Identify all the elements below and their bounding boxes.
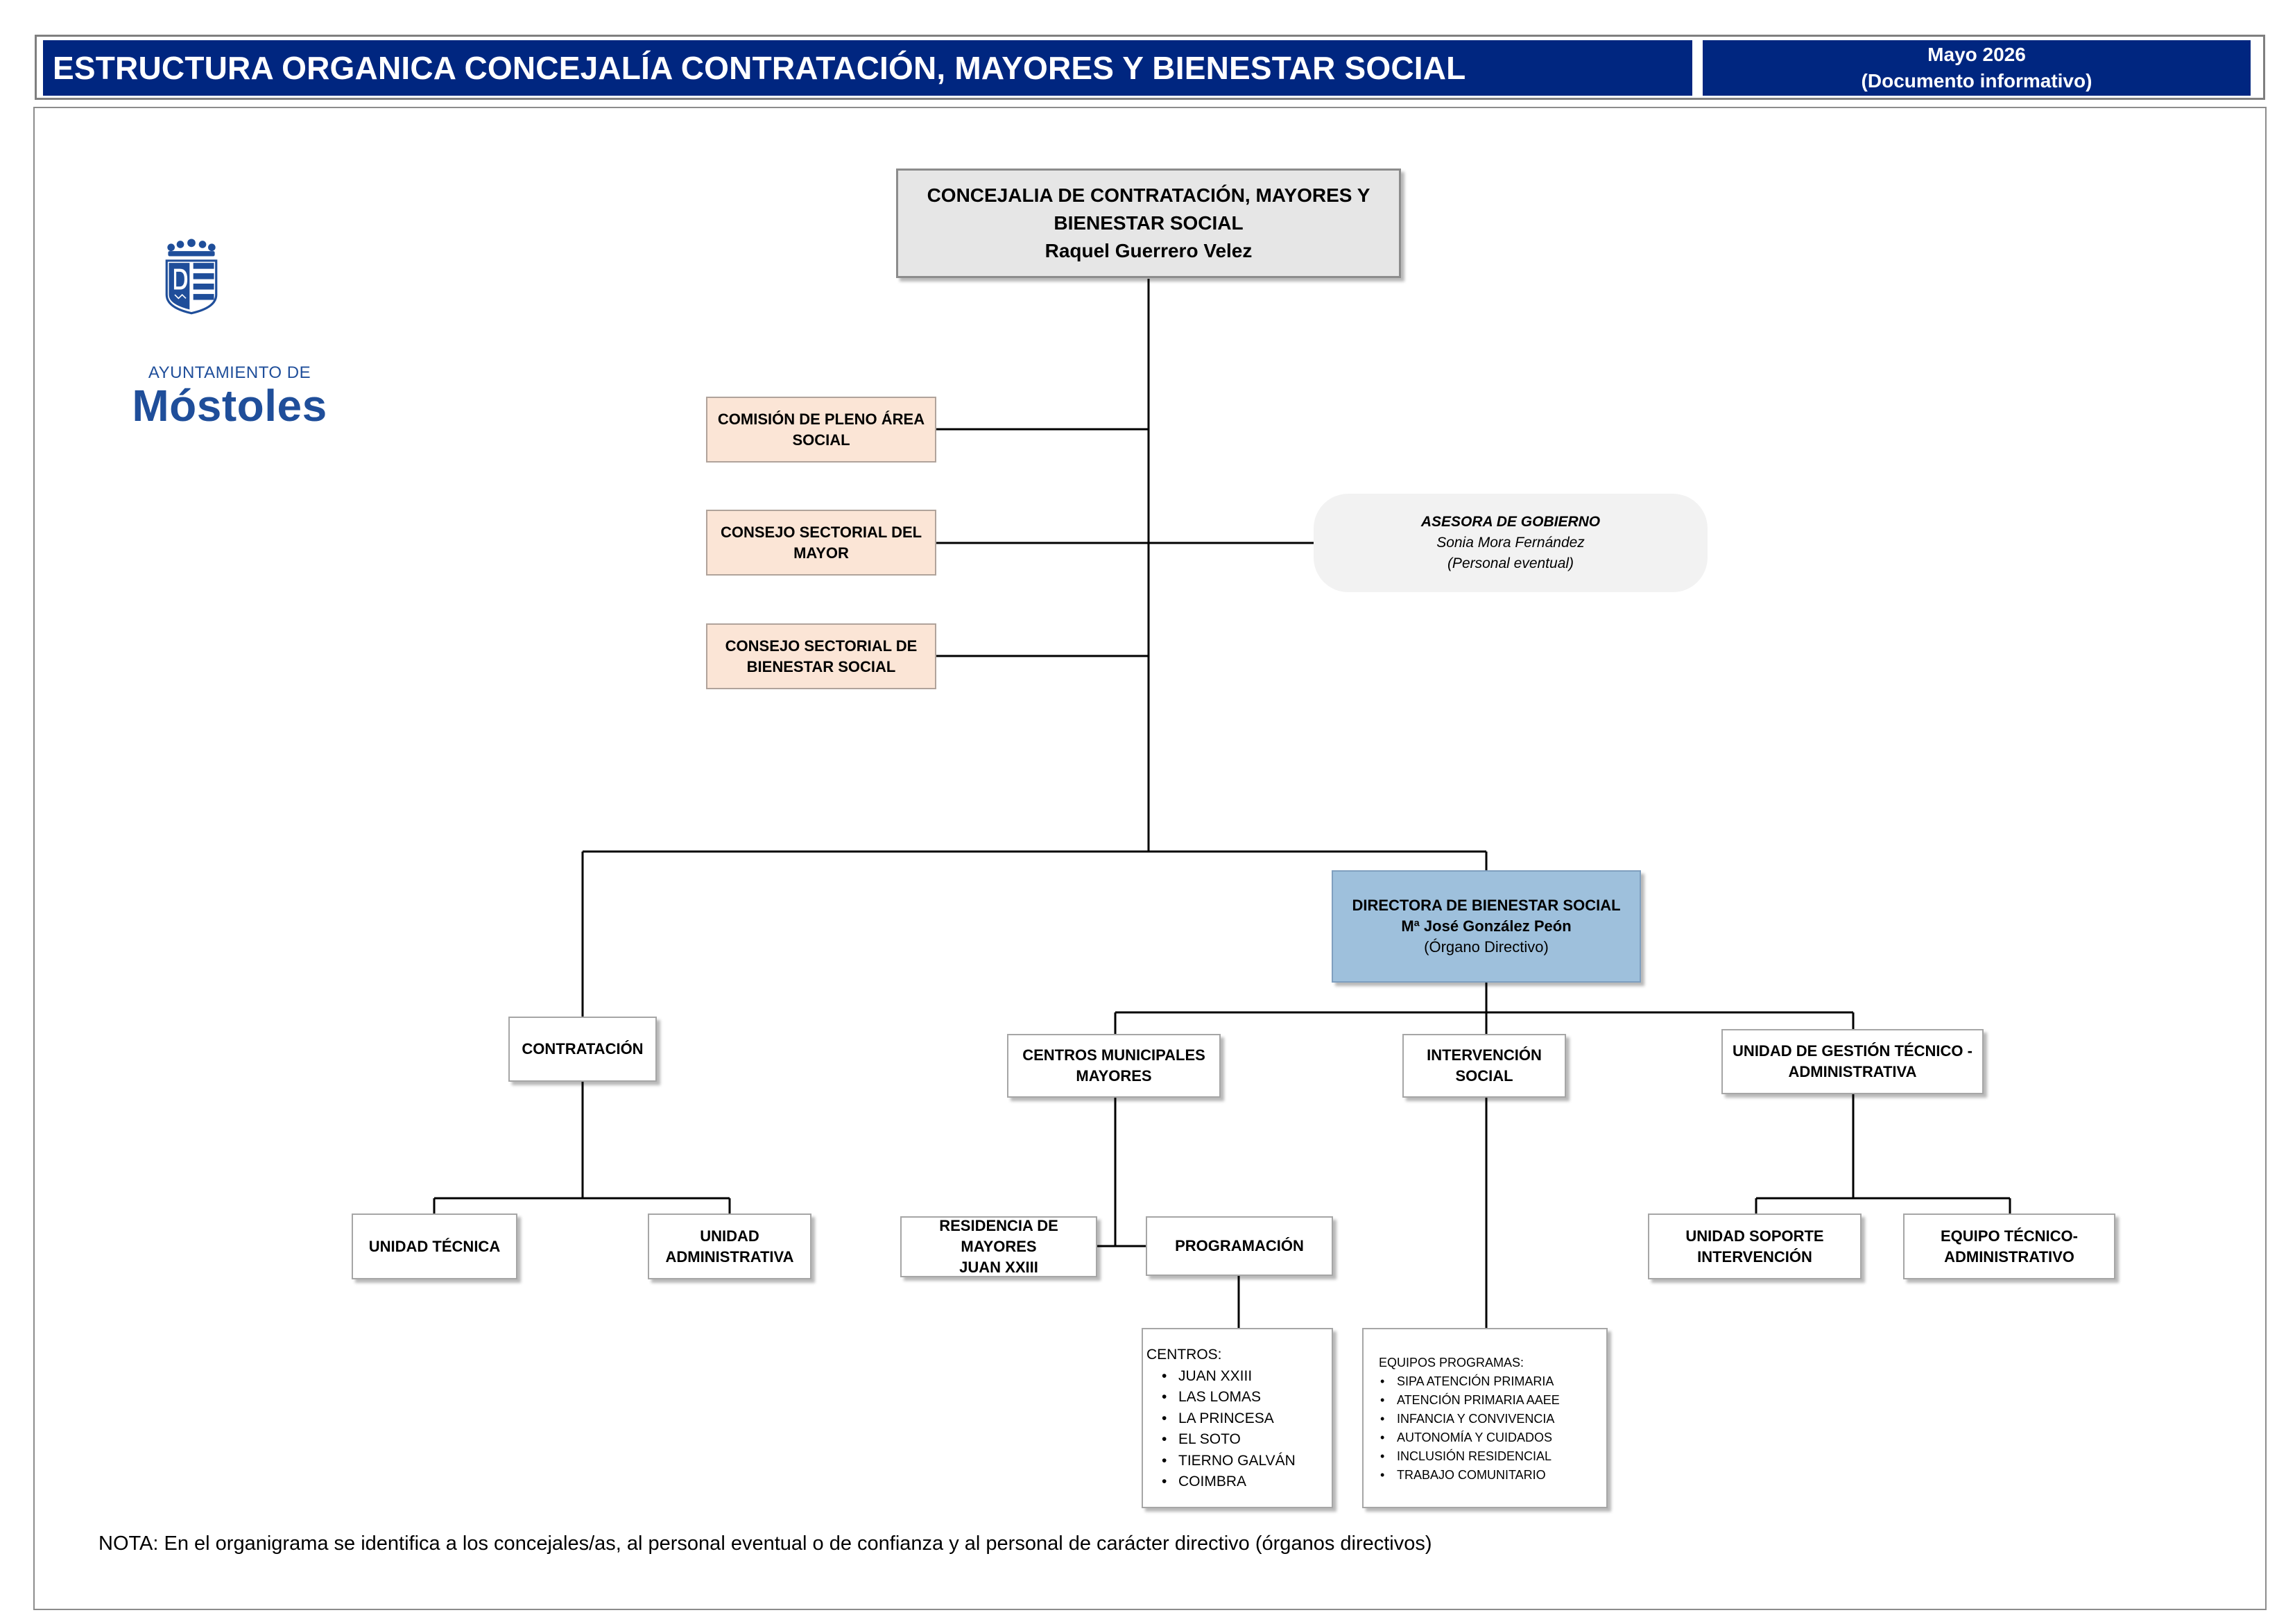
concejalia-title-1: CONCEJALIA DE CONTRATACIÓN, MAYORES Y	[927, 184, 1370, 206]
logo-text-mostoles: Móstoles	[132, 381, 327, 431]
directora-name: Mª José González Peón	[1401, 917, 1572, 935]
consejo-bienestar-label-1: CONSEJO SECTORIAL DE	[725, 637, 918, 655]
header-doc-type: (Documento informativo)	[1861, 70, 2092, 92]
programacion-box: PROGRAMACIÓN	[1146, 1216, 1333, 1276]
list-item: INFANCIA Y CONVIVENCIA	[1380, 1410, 1606, 1428]
consejo-mayor-label-1: CONSEJO SECTORIAL DEL	[720, 523, 922, 541]
programacion-label: PROGRAMACIÓN	[1175, 1237, 1304, 1254]
contratacion-box: CONTRATACIÓN	[508, 1017, 657, 1082]
list-item: LAS LOMAS	[1162, 1387, 1332, 1408]
list-item: TIERNO GALVÁN	[1162, 1451, 1332, 1472]
list-item: ATENCIÓN PRIMARIA AAEE	[1380, 1391, 1606, 1410]
residencia-label-1: RESIDENCIA DE MAYORES	[939, 1217, 1058, 1255]
residencia-box: RESIDENCIA DE MAYORES JUAN XXIII	[900, 1216, 1097, 1277]
centros-municipales-box: CENTROS MUNICIPALES MAYORES	[1007, 1034, 1221, 1098]
list-item: EL SOTO	[1162, 1429, 1332, 1451]
list-item: LA PRINCESA	[1162, 1408, 1332, 1430]
equipo-tecnico-label-2: ADMINISTRATIVO	[1944, 1247, 2074, 1265]
chart-frame	[33, 107, 2267, 1610]
centros-municipales-label-2: MAYORES	[1076, 1067, 1152, 1085]
contratacion-label: CONTRATACIÓN	[522, 1040, 644, 1057]
concejalia-title-2: BIENESTAR SOCIAL	[1054, 212, 1244, 234]
consejo-mayor-label-2: MAYOR	[793, 544, 849, 562]
centros-municipales-label-1: CENTROS MUNICIPALES	[1022, 1046, 1205, 1064]
consejo-mayor-box: CONSEJO SECTORIAL DEL MAYOR	[706, 510, 936, 576]
header-date: Mayo 2026	[1927, 44, 2026, 65]
list-item: COIMBRA	[1162, 1471, 1332, 1493]
asesora-type: (Personal eventual)	[1447, 555, 1574, 571]
equipo-tecnico-label-1: EQUIPO TÉCNICO-	[1940, 1227, 2078, 1245]
unidad-soporte-label-2: INTERVENCIÓN	[1697, 1247, 1812, 1265]
unidad-administrativa-label-2: ADMINISTRATIVA	[665, 1247, 794, 1265]
list-item: SIPA ATENCIÓN PRIMARIA	[1380, 1372, 1606, 1391]
centros-list-box: CENTROS: JUAN XXIII LAS LOMAS LA PRINCES…	[1142, 1328, 1333, 1508]
list-item: INCLUSIÓN RESIDENCIAL	[1380, 1447, 1606, 1466]
list-item: AUTONOMÍA Y CUIDADOS	[1380, 1428, 1606, 1447]
directora-box: DIRECTORA DE BIENESTAR SOCIAL Mª José Go…	[1332, 870, 1641, 983]
equipo-tecnico-box: EQUIPO TÉCNICO- ADMINISTRATIVO	[1903, 1213, 2115, 1279]
unidad-soporte-box: UNIDAD SOPORTE INTERVENCIÓN	[1648, 1213, 1862, 1279]
unidad-tecnica-label: UNIDAD TÉCNICA	[368, 1237, 501, 1255]
equipos-list-title: EQUIPOS PROGRAMAS:	[1379, 1356, 1524, 1370]
unidad-soporte-label-1: UNIDAD SOPORTE	[1685, 1227, 1824, 1245]
consejo-bienestar-label-2: BIENESTAR SOCIAL	[746, 657, 896, 675]
asesora-name: Sonia Mora Fernández	[1436, 535, 1585, 551]
residencia-label-2: JUAN XXIII	[959, 1259, 1038, 1276]
comision-pleno-label-1: COMISIÓN DE PLENO ÁREA	[717, 410, 925, 428]
unidad-gestion-label-2: ADMINISTRATIVA	[1788, 1063, 1917, 1080]
intervencion-social-label-1: INTERVENCIÓN	[1427, 1046, 1542, 1064]
directora-type: (Órgano Directivo)	[1424, 938, 1549, 956]
unidad-gestion-label-1: UNIDAD DE GESTIÓN TÉCNICO -	[1733, 1042, 1972, 1060]
unidad-administrativa-label-1: UNIDAD	[700, 1227, 759, 1245]
unidad-administrativa-box: UNIDAD ADMINISTRATIVA	[648, 1213, 811, 1279]
logo-text-ayuntamiento: AYUNTAMIENTO DE	[148, 363, 311, 382]
concejalia-box: CONCEJALIA DE CONTRATACIÓN, MAYORES Y BI…	[896, 169, 1401, 278]
centros-list-title: CENTROS:	[1146, 1347, 1222, 1363]
list-item: JUAN XXIII	[1162, 1366, 1332, 1388]
page-title: ESTRUCTURA ORGANICA CONCEJALÍA CONTRATAC…	[43, 40, 1692, 96]
unidad-gestion-box: UNIDAD DE GESTIÓN TÉCNICO - ADMINISTRATI…	[1721, 1029, 1984, 1094]
asesora-box: ASESORA DE GOBIERNO Sonia Mora Fernández…	[1314, 494, 1708, 592]
intervencion-social-box: INTERVENCIÓN SOCIAL	[1402, 1034, 1566, 1098]
consejo-bienestar-box: CONSEJO SECTORIAL DE BIENESTAR SOCIAL	[706, 623, 936, 689]
asesora-title: ASESORA DE GOBIERNO	[1420, 514, 1601, 530]
comision-pleno-box: COMISIÓN DE PLENO ÁREA SOCIAL	[706, 397, 936, 463]
mostoles-logo-icon	[165, 239, 218, 315]
concejal-name: Raquel Guerrero Velez	[1045, 240, 1253, 261]
comision-pleno-label-2: SOCIAL	[792, 431, 850, 449]
unidad-tecnica-box: UNIDAD TÉCNICA	[352, 1213, 517, 1279]
list-item: TRABAJO COMUNITARIO	[1380, 1466, 1606, 1485]
directora-title: DIRECTORA DE BIENESTAR SOCIAL	[1352, 897, 1621, 914]
footnote: NOTA: En el organigrama se identifica a …	[98, 1532, 1432, 1555]
equipos-programas-box: EQUIPOS PROGRAMAS: SIPA ATENCIÓN PRIMARI…	[1362, 1328, 1608, 1508]
intervencion-social-label-2: SOCIAL	[1455, 1067, 1513, 1085]
header-date-block: Mayo 2026 (Documento informativo)	[1703, 40, 2251, 96]
